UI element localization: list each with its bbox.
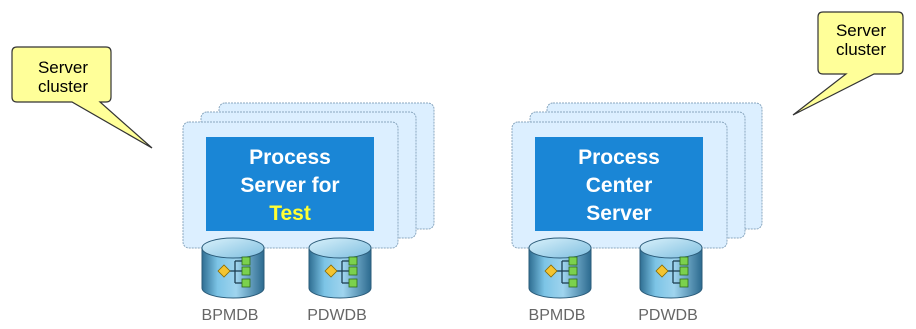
- callout-right-line1: Server: [835, 21, 887, 40]
- callout-right-text: Server cluster: [821, 21, 901, 59]
- server-left-line1: Process: [249, 146, 331, 169]
- db-label-bpmdb-right: BPMDB: [528, 307, 586, 324]
- database-icon: [639, 237, 703, 299]
- callout-right-line2: cluster: [835, 40, 887, 59]
- callout-left-line1: Server: [37, 58, 89, 77]
- server-right-line1: Process: [578, 146, 660, 169]
- server-stack-left: [182, 102, 435, 249]
- callout-left: [11, 46, 153, 149]
- server-left-title: Process Server for Test: [206, 144, 374, 228]
- server-right-line2: Center: [585, 174, 653, 197]
- database-icon: [308, 237, 372, 299]
- server-right-title: Process Center Server: [535, 144, 703, 228]
- server-right-line3: Server: [586, 202, 652, 225]
- callout-right: [792, 11, 904, 116]
- server-left-line3: Test: [269, 202, 311, 225]
- database-icon: [528, 237, 592, 299]
- server-stack-right: [511, 102, 763, 249]
- db-label-pdwdb-left: PDWDB: [307, 307, 367, 324]
- server-left-line2: Server for: [240, 174, 340, 197]
- db-label-pdwdb-right: PDWDB: [638, 307, 698, 324]
- callout-left-line2: cluster: [37, 77, 89, 96]
- database-icon: [201, 237, 265, 299]
- db-label-bpmdb-left: BPMDB: [201, 307, 259, 324]
- callout-left-text: Server cluster: [20, 58, 106, 96]
